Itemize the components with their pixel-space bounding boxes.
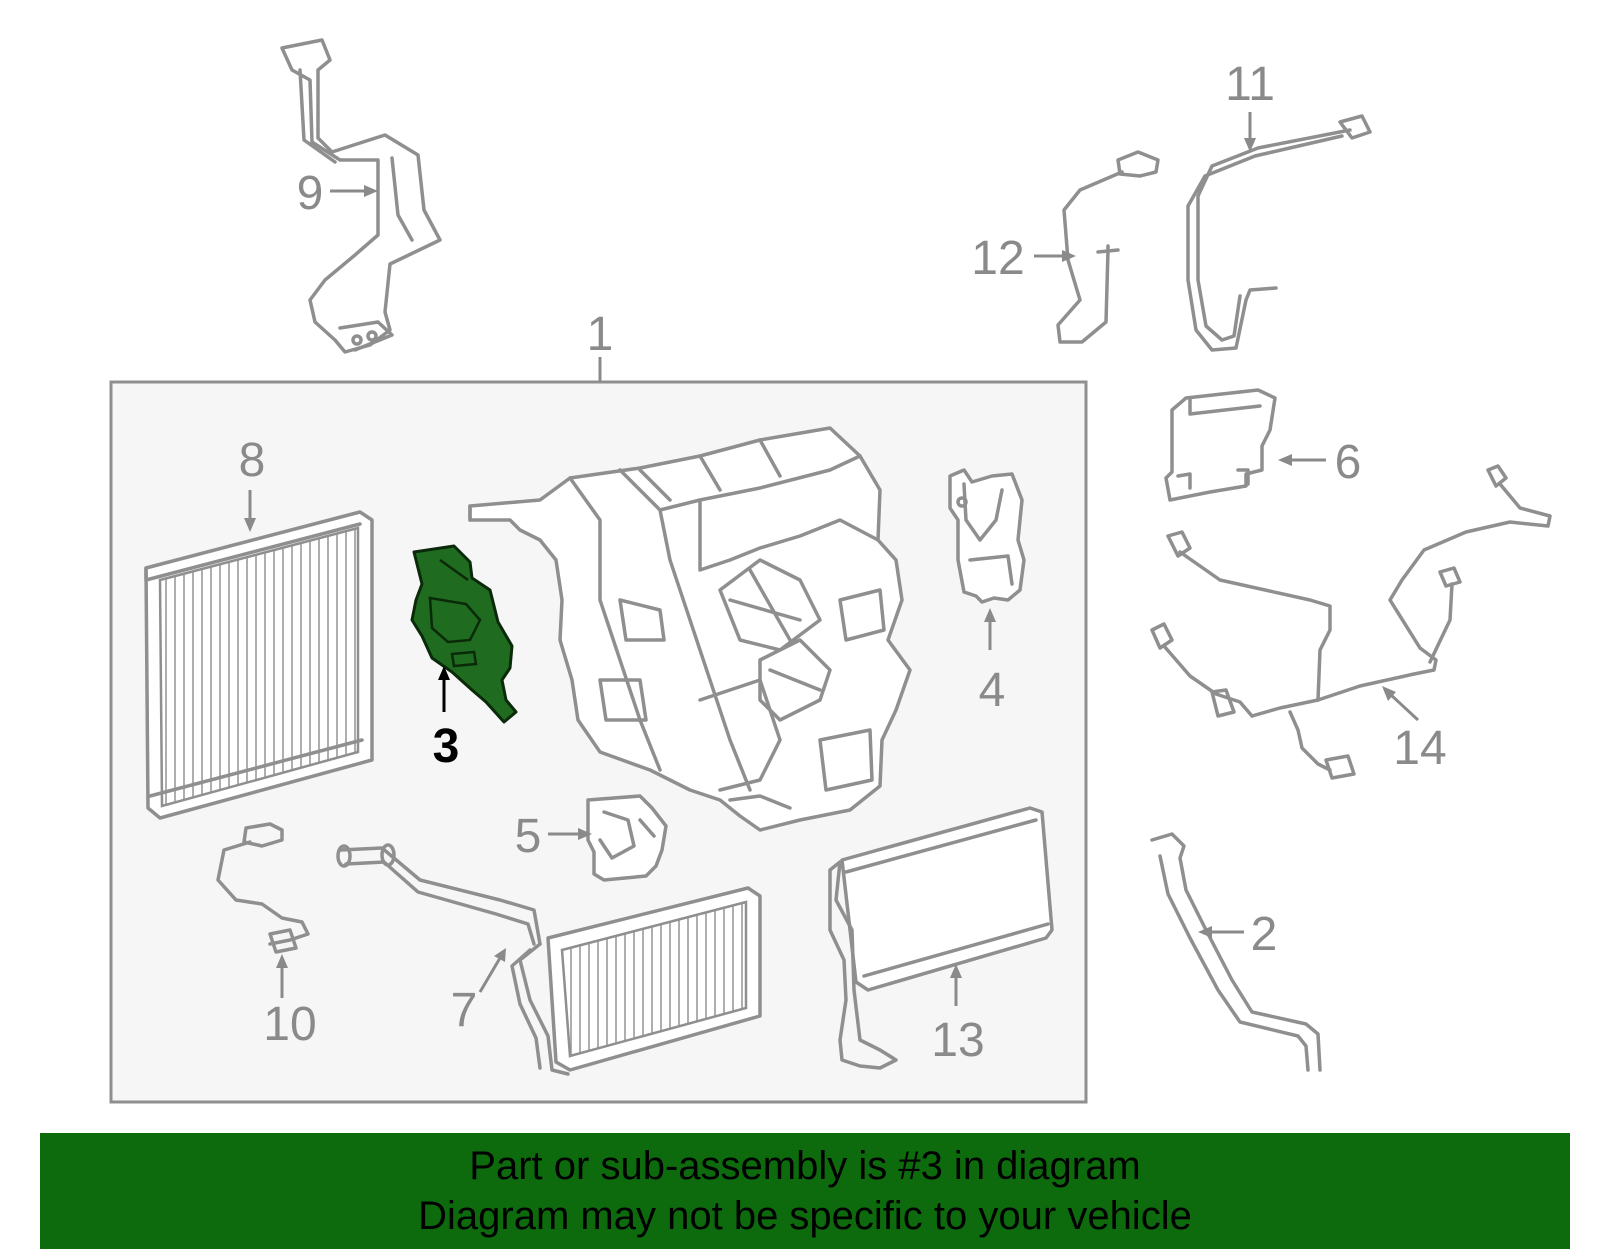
part-5-actuator: [586, 794, 668, 882]
part-10-wire: [216, 822, 310, 954]
callout-14: 14: [1393, 722, 1446, 775]
callout-5: 5: [515, 810, 542, 863]
part-14-harness: [1150, 464, 1552, 780]
part-9-pipe: [280, 38, 442, 354]
part-3-actuator-highlighted: [410, 544, 518, 724]
hvac-housing: [468, 426, 912, 832]
callout-12: 12: [971, 232, 1024, 285]
callout-10: 10: [263, 998, 316, 1051]
info-banner: Part or sub-assembly is #3 in diagram Di…: [40, 1133, 1570, 1249]
callout-6: 6: [1335, 436, 1362, 489]
callout-13: 13: [931, 1014, 984, 1067]
callout-3: 3: [433, 720, 460, 773]
callout-11: 11: [1225, 58, 1275, 111]
callout-1: 1: [587, 308, 614, 361]
part-8-evaporator: [144, 510, 374, 820]
banner-line-1: Part or sub-assembly is #3 in diagram: [469, 1144, 1141, 1188]
part-7-heater-core: [336, 843, 762, 1076]
banner-line-2: Diagram may not be specific to your vehi…: [418, 1194, 1192, 1238]
callout-arrows: [244, 112, 1420, 1006]
callout-4: 4: [979, 664, 1006, 717]
callout-8: 8: [239, 434, 266, 487]
part-4-bracket: [948, 468, 1026, 604]
callout-2: 2: [1251, 908, 1278, 961]
part-13-core: [828, 806, 1054, 1070]
callout-7: 7: [451, 984, 478, 1037]
part-12-tube: [1056, 150, 1160, 344]
part-6-module: [1164, 388, 1277, 502]
part-2-tube: [1150, 832, 1322, 1072]
callout-9: 9: [297, 167, 324, 220]
part-11-tube: [1186, 114, 1372, 352]
